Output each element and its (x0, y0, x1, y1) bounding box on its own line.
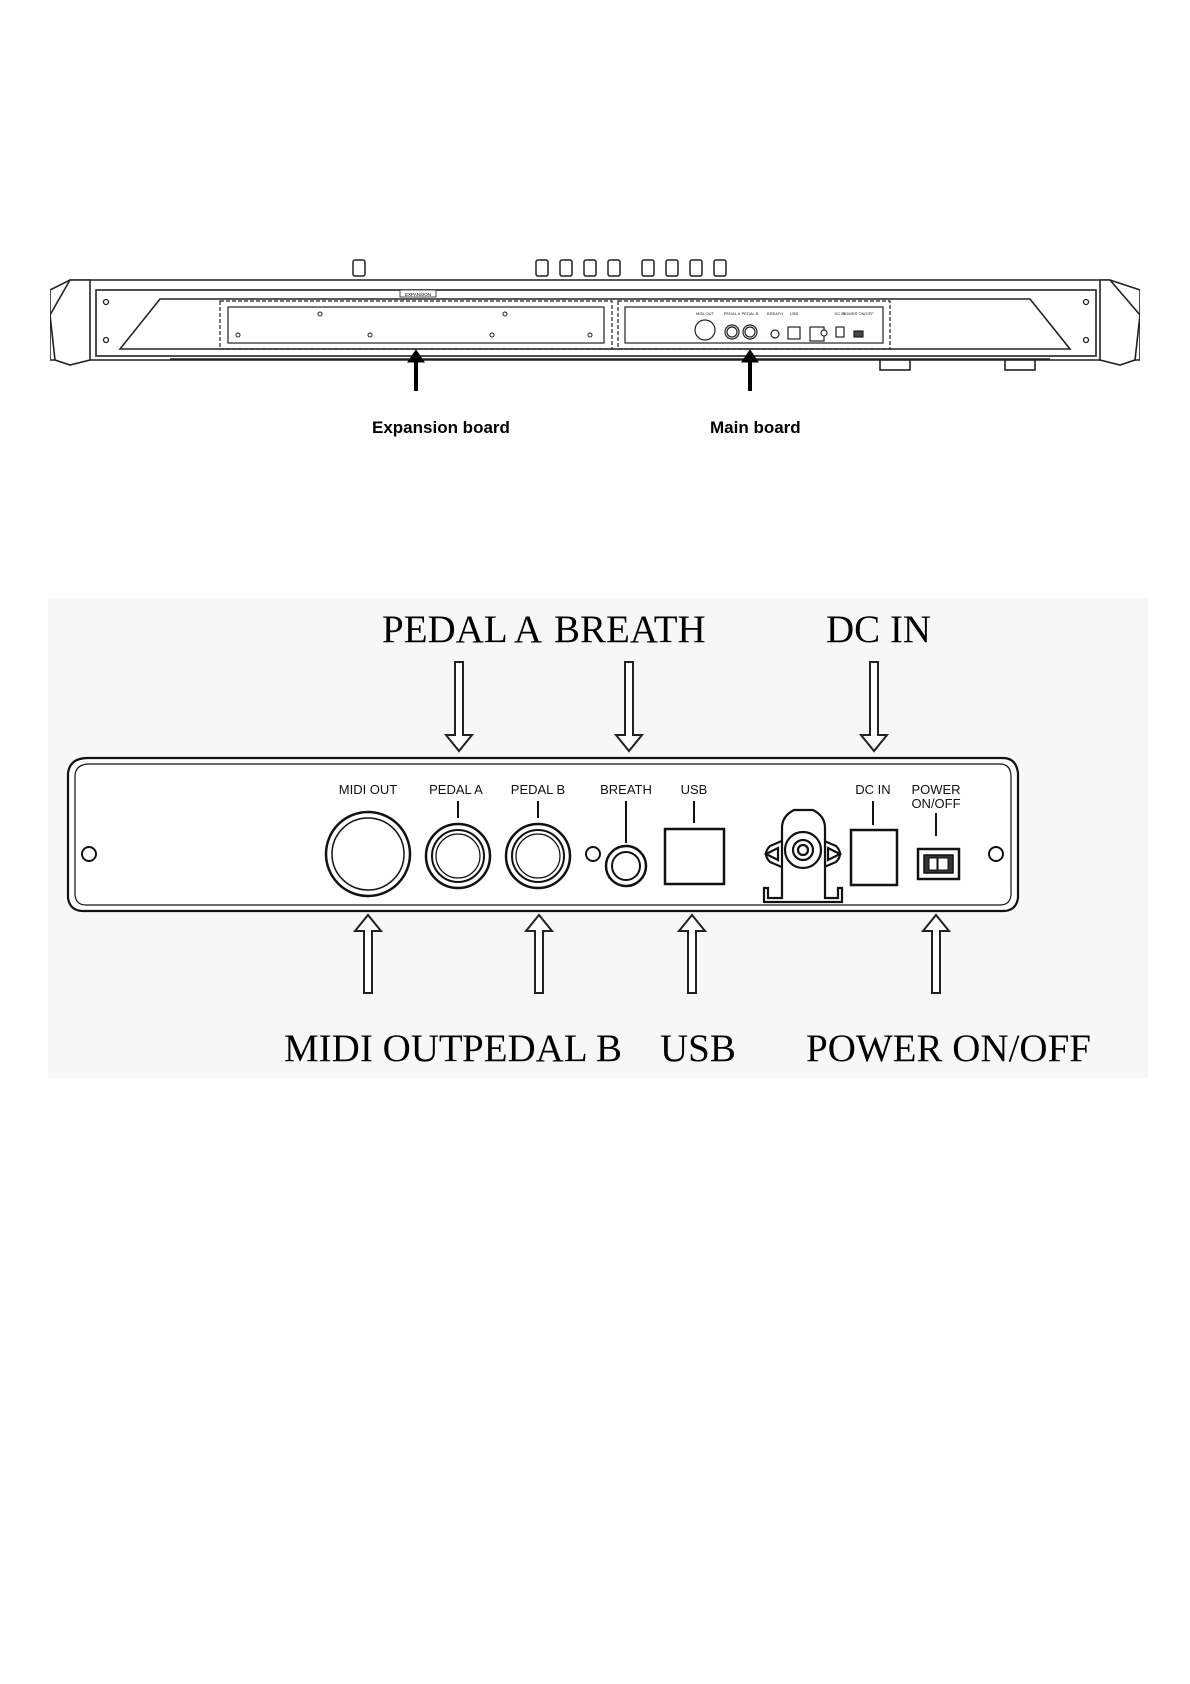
panel-label-usb: USB (681, 782, 708, 797)
main-board-label: Main board (710, 418, 801, 438)
mini-label-usb: USB (790, 311, 799, 316)
panel-label-pedal-a: PEDAL A (429, 782, 483, 797)
dc-in-jack (851, 830, 897, 885)
keyboard-rear-drawing: EXPANSION MIDI OUT PEDAL A PEDAL B BREAT… (50, 255, 1140, 455)
mini-label-pedal-a: PEDAL A (724, 311, 741, 316)
knob-row (353, 260, 726, 276)
panel-label-dc-in: DC IN (855, 782, 890, 797)
usb-callout-arrow-icon (679, 915, 705, 993)
pedal-a-callout-arrow-icon (446, 662, 472, 751)
callout-pedal-b: PEDAL B (462, 1029, 622, 1068)
mini-label-power: POWER ON/OFF (842, 311, 874, 316)
power-callout-arrow-icon (923, 915, 949, 993)
mini-label-pedal-b: PEDAL B (742, 311, 759, 316)
panel-label-power: POWER (911, 782, 960, 797)
panel-label-midi-out: MIDI OUT (339, 782, 398, 797)
keyboard-rear-overview: EXPANSION MIDI OUT PEDAL A PEDAL B BREAT… (50, 255, 1140, 455)
screw-hole-right (989, 847, 1003, 861)
main-board-panel-drawing: MIDI OUT PEDAL A PEDAL B BREATH USB DC I… (48, 598, 1148, 1078)
mini-label-midi-out: MIDI OUT (696, 311, 715, 316)
callout-midi-out: MIDI OUT (284, 1029, 463, 1068)
screw-hole-middle (586, 847, 600, 861)
midi-out-jack (326, 812, 410, 896)
callout-dc-in: DC IN (826, 610, 931, 649)
dc-in-callout-arrow-icon (861, 662, 887, 751)
expansion-board-label: Expansion board (372, 418, 510, 438)
panel-label-pedal-b: PEDAL B (511, 782, 565, 797)
pedal-b-callout-arrow-icon (526, 915, 552, 993)
callout-pedal-a: PEDAL A (382, 610, 542, 649)
main-board-detail: MIDI OUT PEDAL A PEDAL B BREATH USB DC I… (48, 598, 1148, 1078)
midi-out-callout-arrow-icon (355, 915, 381, 993)
panel-label-breath: BREATH (600, 782, 652, 797)
callout-breath: BREATH (554, 610, 706, 649)
expansion-tag: EXPANSION (405, 292, 431, 297)
mini-label-breath: BREATH (767, 311, 783, 316)
breath-callout-arrow-icon (616, 662, 642, 751)
callout-usb: USB (660, 1029, 736, 1068)
callout-power-on-off: POWER ON/OFF (806, 1029, 1091, 1068)
screw-hole-left (82, 847, 96, 861)
usb-port (665, 829, 724, 884)
panel-label-on-off: ON/OFF (911, 796, 960, 811)
